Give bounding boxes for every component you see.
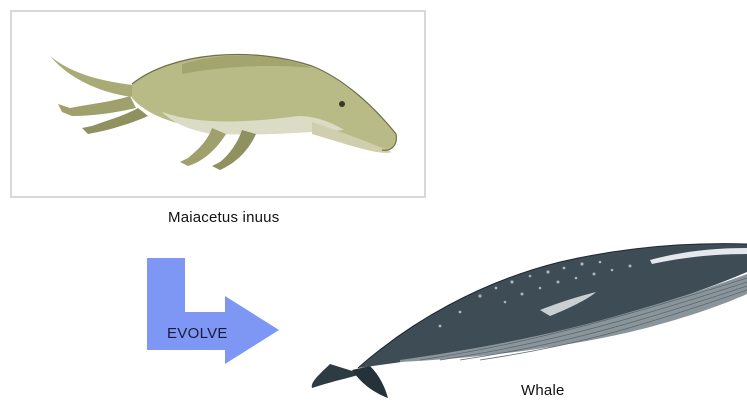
evolve-arrow	[147, 258, 279, 368]
evolve-label: EVOLVE	[167, 325, 228, 342]
maiacetus-caption: Maiacetus inuus	[168, 209, 279, 226]
whale-illustration	[300, 232, 747, 401]
maiacetus-image-frame	[10, 10, 426, 198]
whale-caption: Whale	[521, 382, 565, 399]
maiacetus-illustration	[12, 12, 424, 196]
